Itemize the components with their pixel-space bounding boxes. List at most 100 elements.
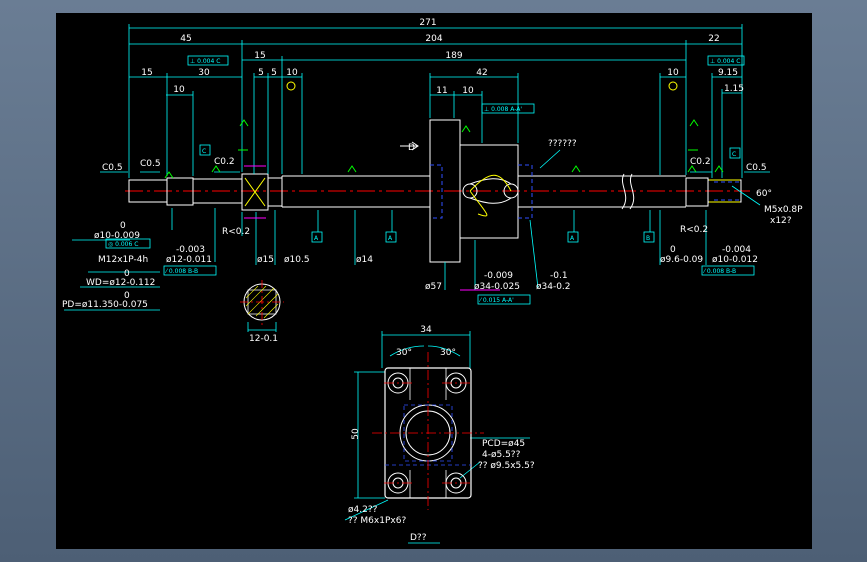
frame-slope-nut: ⁄ 0.015 A-A' (478, 297, 514, 304)
datum-a-3: A (570, 235, 575, 242)
dia-12: ø12-0.011 (166, 255, 212, 265)
dim-10a: 10 (286, 68, 298, 78)
collar-outline (241, 173, 269, 211)
dim-34: 34 (420, 325, 432, 335)
dim-45: 45 (180, 34, 191, 44)
flange-hidden-left (430, 164, 443, 219)
dim-l15: 15 (141, 68, 152, 78)
dim-5b: 5 (271, 68, 277, 78)
pcd-note: PCD=ø45 (482, 439, 525, 449)
view-arrow (400, 141, 419, 151)
tol-12-upper: -0.003 (176, 245, 205, 255)
dim-50: 50 (351, 428, 361, 440)
frame-circ-left: ◎ 0.006 C (108, 241, 138, 248)
frame-slope-left: ⁄ 0.008 B-B (164, 268, 198, 275)
chamfer-c05-left2: C0.5 (140, 159, 161, 169)
nut-body-outline (459, 144, 519, 239)
dim-42: 42 (476, 68, 487, 78)
radius-left: R<0.2 (222, 227, 250, 237)
frame-perp-right: ⊥ 0.004 C (710, 58, 740, 65)
break-line (621, 173, 635, 210)
wd-tol: 0 (124, 269, 130, 279)
tap-hidden (714, 181, 740, 201)
tol-34a: -0.009 (484, 271, 513, 281)
datum-c-right: C (732, 151, 736, 158)
tol-34b: -0.1 (550, 271, 568, 281)
dim-115: 1.15 (724, 84, 744, 94)
nut-hidden-right (518, 164, 533, 219)
runout-symbol-right (668, 81, 678, 91)
dim-189: 189 (445, 51, 462, 61)
dim-204: 204 (425, 34, 442, 44)
dia-34b: ø34-0.2 (536, 282, 571, 292)
dim-10left: 10 (173, 85, 185, 95)
dim-10b: 10 (462, 86, 474, 96)
dim-22: 22 (708, 34, 719, 44)
nut-flange-outline (429, 119, 461, 263)
counterbore-note: ?? ø9.5x5.5? (478, 461, 535, 471)
screw-shaft-left (281, 175, 430, 208)
screw-shaft-right (518, 175, 686, 208)
thread-m5: M5x0.8P (764, 205, 803, 215)
return-tube-detail (469, 174, 512, 217)
chamfer-c02-left: C0.2 (214, 157, 235, 167)
end-view-title: D?? (410, 533, 427, 543)
dim-l30: 30 (198, 68, 210, 78)
wrench-flat-mark (244, 177, 266, 207)
datum-a-1: A (314, 235, 319, 242)
tol-96: 0 (670, 245, 676, 255)
chamfer-c02-right: C0.2 (690, 157, 711, 167)
datum-b: B (646, 235, 650, 242)
dia-34a: ø34-0.025 (474, 282, 520, 292)
dia-96: ø9.6-0.09 (660, 255, 703, 265)
wd-value: WD=ø12-0.112 (86, 278, 155, 288)
dia-15: ø15 (257, 255, 274, 265)
dim-5a: 5 (258, 68, 264, 78)
pd-value: PD=ø11.350-0.075 (62, 300, 148, 310)
runout-symbol-left (286, 81, 296, 91)
tap-dia-note: ø4.2?? (348, 505, 378, 515)
thread-m5-depth: x12? (770, 216, 792, 226)
dim-10c: 10 (667, 68, 679, 78)
frame-slope-right: ⁄ 0.008 B-B (702, 268, 736, 275)
frame-perp-nut: ⊥ 0.008 A-A' (484, 106, 522, 113)
dia-105: ø10.5 (284, 255, 310, 265)
dia-10: ø10-0.009 (94, 231, 140, 241)
datum-a-2: A (388, 235, 393, 242)
view-arrow-d: D (408, 143, 415, 153)
end-thread-lines (709, 179, 740, 203)
dim-271: 271 (419, 18, 436, 28)
thread-section-outline (166, 177, 194, 206)
tap-thread-note: ?? M6x1Px6? (348, 516, 406, 526)
frame-perp-left: ⊥ 0.004 C (190, 58, 220, 65)
dim-15: 15 (254, 51, 265, 61)
flange-end-view (344, 331, 530, 544)
drawing-canvas[interactable]: 271 45 204 22 15 189 15 30 5 5 10 42 11 … (56, 13, 812, 549)
angle-30-right: 30° (440, 348, 456, 358)
note-question: ?????? (548, 139, 577, 149)
radius-right: R<0.2 (680, 225, 708, 235)
wrench-flat-section (240, 280, 284, 332)
dim-915: 9.15 (718, 68, 738, 78)
chamfer-c05-left: C0.5 (102, 163, 123, 173)
angle-30-left: 30° (396, 348, 412, 358)
ball-screw-drawing: 271 45 204 22 15 189 15 30 5 5 10 42 11 … (62, 18, 803, 544)
step-outline (268, 177, 283, 207)
pd-tol: 0 (124, 291, 130, 301)
dia-14: ø14 (356, 255, 373, 265)
tol-10b: -0.004 (722, 245, 751, 255)
thread-m12: M12x1P-4h (98, 255, 148, 265)
dim-12: 12-0.1 (249, 334, 278, 344)
datum-c-left: C (202, 148, 206, 155)
holes-note: 4-ø5.5?? (482, 450, 521, 460)
shaft-elevation (64, 24, 770, 332)
dim-11: 11 (436, 86, 447, 96)
angle-60: 60° (756, 189, 772, 199)
chamfer-c05-right: C0.5 (746, 163, 767, 173)
return-tube (469, 178, 512, 204)
dia-10b: ø10-0.012 (712, 255, 758, 265)
tol-10-upper: 0 (120, 221, 126, 231)
right-step-outline (685, 177, 709, 207)
dia-57: ø57 (425, 282, 442, 292)
